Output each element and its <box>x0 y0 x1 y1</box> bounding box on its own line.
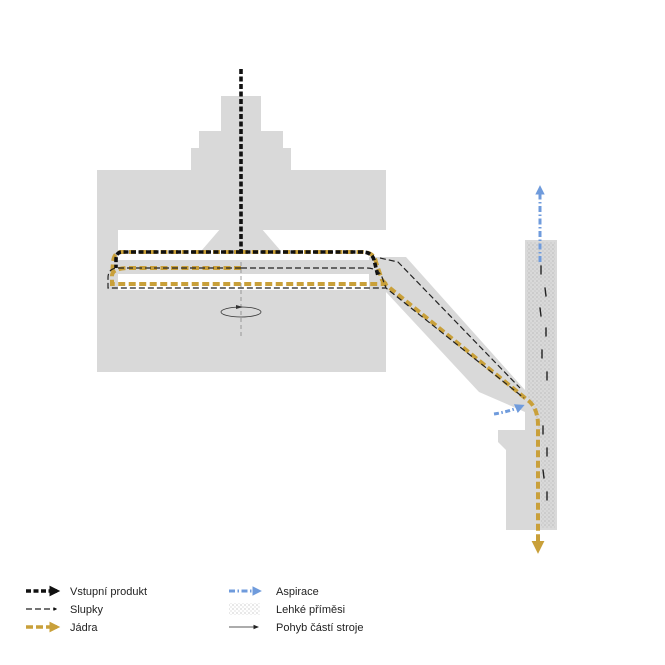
rotation-indicator <box>220 262 262 336</box>
machine-body <box>97 96 557 530</box>
legend-item-husks: Slupky <box>26 604 104 616</box>
legend-item-aspiration: Aspirace <box>229 586 319 598</box>
legend-label-husks: Slupky <box>70 604 104 616</box>
rotor-disc <box>118 260 369 274</box>
husks-flow-chute-top <box>379 257 521 389</box>
kernels-flow-path <box>110 266 545 554</box>
legend-item-light-impurities: Lehké příměsi <box>229 603 345 616</box>
kernels-flow-left-loop <box>110 250 241 277</box>
legend-item-kernels: Jádra <box>26 621 98 634</box>
light-impurities-area <box>527 242 555 528</box>
husks-in-column <box>539 265 548 501</box>
rotation-arrow-head <box>236 305 243 309</box>
legend-label-machine-motion: Pohyb částí stroje <box>276 622 363 634</box>
legend-label-input-product: Vstupní produkt <box>70 586 147 598</box>
legend-label-light-impurities: Lehké příměsi <box>276 604 345 616</box>
legend: Vstupní produkt Slupky Jádra Aspirace Le… <box>26 585 363 634</box>
husks-flow-path <box>107 267 525 399</box>
input-product-flow-path <box>239 69 380 277</box>
aspiration-flow-inlet <box>493 404 525 416</box>
legend-label-kernels: Jádra <box>70 622 98 634</box>
input-product-flow-left <box>114 250 241 268</box>
housing-step-right-lower <box>261 148 291 170</box>
housing-step-left <box>199 131 221 148</box>
light-impurities-swatch <box>229 603 260 615</box>
lower-housing <box>97 290 386 372</box>
legend-item-input-product: Vstupní produkt <box>26 585 147 598</box>
housing-step-right <box>261 131 283 148</box>
legend-label-aspiration: Aspirace <box>276 586 319 598</box>
housing-step-left-lower <box>191 148 221 170</box>
husks-flow-right <box>241 267 387 289</box>
legend-item-machine-motion: Pohyb částí stroje <box>229 622 363 634</box>
